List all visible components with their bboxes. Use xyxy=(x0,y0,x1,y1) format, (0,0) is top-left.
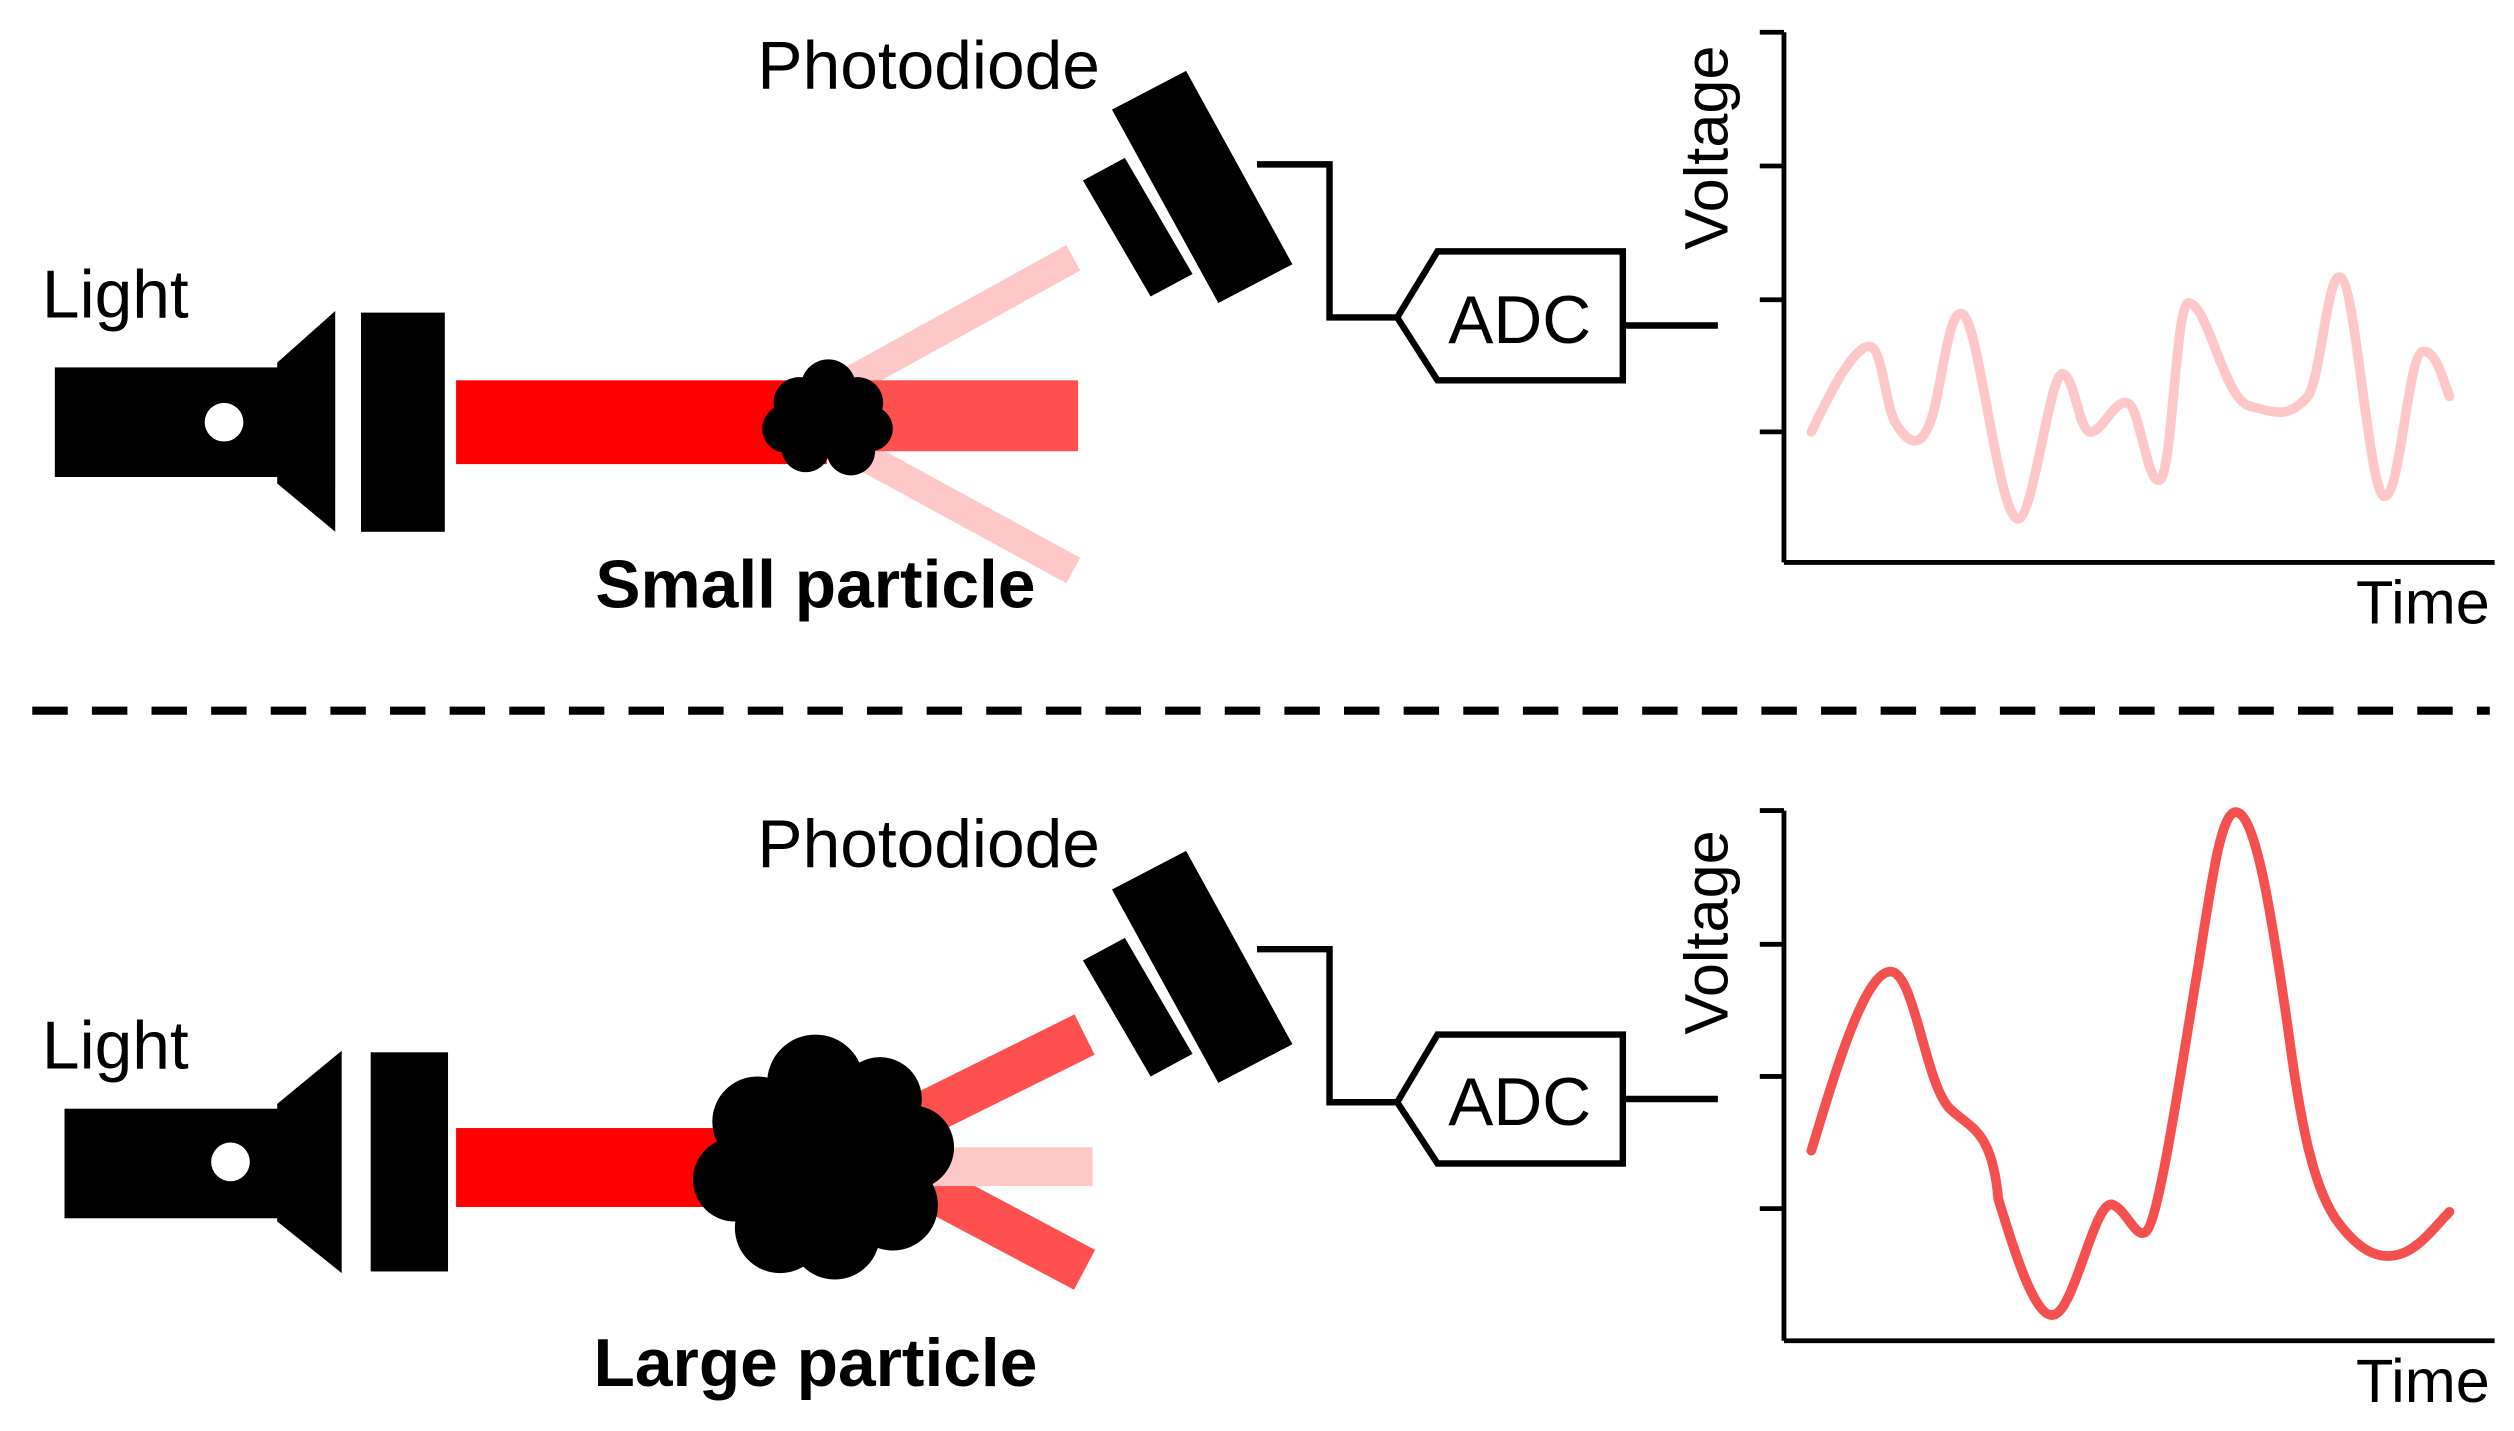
panel-small-particle: Light Small particle Photodiode xyxy=(42,29,2495,637)
axes-large xyxy=(1759,808,2495,1344)
particle-icon xyxy=(762,359,893,476)
scatter-beam-up-large xyxy=(892,1014,1095,1146)
photodiode-label-small: Photodiode xyxy=(757,29,1099,104)
adc-icon: ADC xyxy=(1393,1031,1627,1167)
adc-label-small: ADC xyxy=(1448,283,1591,358)
particle-label-large: Large particle xyxy=(594,1326,1038,1401)
panel-large-particle: Light Large particle Photodiode xyxy=(42,807,2495,1415)
ylabel-small: Voltage xyxy=(1673,46,1741,250)
axes-small xyxy=(1759,29,2495,565)
photodiode-icon xyxy=(1082,70,1293,303)
xlabel-large: Time xyxy=(2356,1347,2490,1415)
signal-line-large xyxy=(1806,807,2455,1320)
wire-large xyxy=(1256,945,1398,1106)
adc-icon: ADC xyxy=(1393,248,1627,384)
flashlight-icon xyxy=(54,311,445,532)
adc-label-large: ADC xyxy=(1448,1065,1591,1140)
signal-line-small xyxy=(1806,272,2455,524)
wire-small xyxy=(1256,161,1398,321)
xlabel-small: Time xyxy=(2356,569,2490,637)
photodiode-label-large: Photodiode xyxy=(757,807,1099,882)
light-label-small: Light xyxy=(42,257,189,332)
flashlight-icon xyxy=(64,1050,449,1274)
scatter-beam-up-small xyxy=(818,245,1081,408)
photodiode-icon xyxy=(1082,850,1293,1083)
light-label-large: Light xyxy=(42,1008,189,1083)
particle-label-small: Small particle xyxy=(595,548,1035,623)
ylabel-large: Voltage xyxy=(1673,830,1741,1034)
particle-icon xyxy=(692,1034,955,1280)
